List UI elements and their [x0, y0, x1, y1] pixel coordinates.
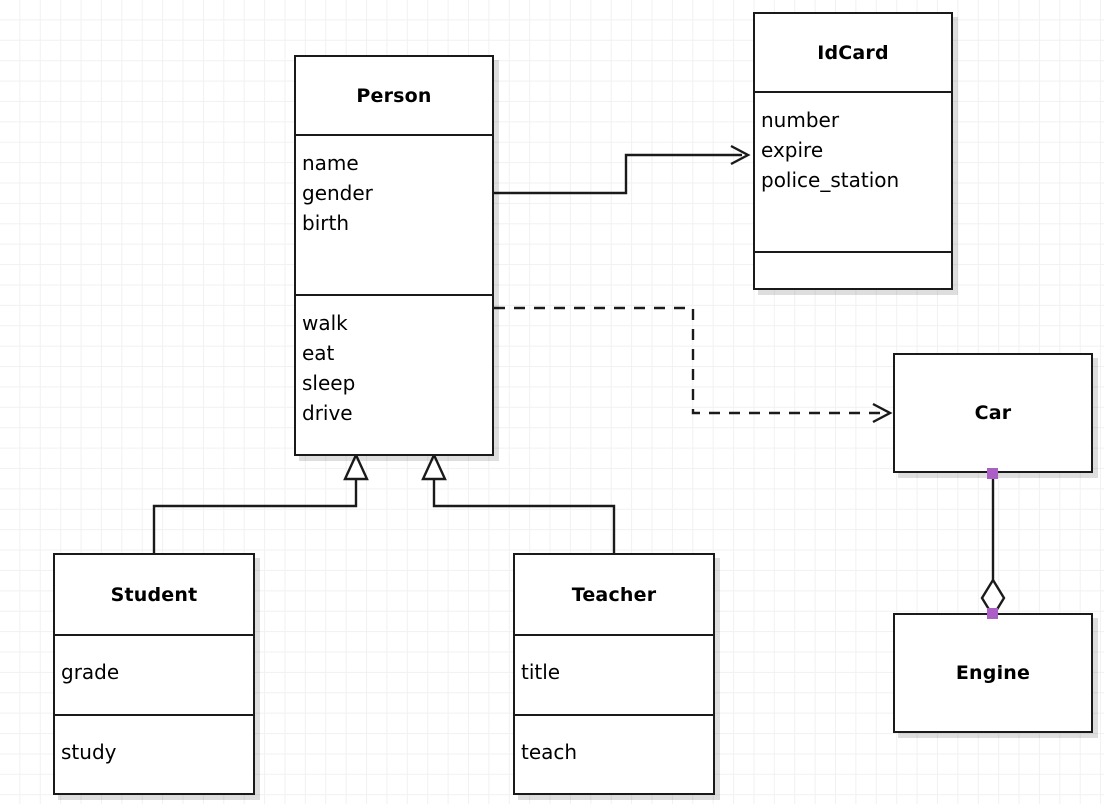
- edge-endpoint-handle-car[interactable]: [987, 468, 998, 479]
- class-name-engine: Engine: [955, 662, 1031, 684]
- method-item: drive: [302, 401, 353, 425]
- class-name-idcard: IdCard: [817, 41, 889, 64]
- hollow-triangle-head: [421, 452, 447, 481]
- class-box-person[interactable]: Person name gender birth walk eat sleep …: [294, 55, 494, 456]
- class-attributes-student: grade: [55, 634, 253, 714]
- class-box-student[interactable]: Student grade study: [53, 553, 255, 795]
- method-item: sleep: [302, 371, 356, 395]
- edge-car-engine[interactable]: [980, 473, 1006, 619]
- edge-person-car[interactable]: [494, 306, 893, 424]
- edge-student-person[interactable]: [152, 452, 369, 553]
- class-name-student: Student: [110, 583, 198, 606]
- hollow-triangle-head: [343, 452, 369, 481]
- attribute-item: number: [761, 108, 840, 132]
- class-box-engine[interactable]: Engine: [893, 613, 1093, 733]
- class-box-car[interactable]: Car: [893, 353, 1093, 473]
- edge-person-idcard[interactable]: [494, 144, 751, 195]
- attribute-item: gender: [302, 181, 373, 205]
- class-name-teacher: Teacher: [571, 583, 657, 606]
- edge-teacher-person[interactable]: [421, 452, 616, 553]
- attribute-item: expire: [761, 138, 824, 162]
- class-attributes-idcard: number expire police_station: [755, 91, 951, 251]
- class-name-person: Person: [356, 84, 432, 107]
- class-attributes-teacher: title: [515, 634, 713, 714]
- class-methods-student: study: [55, 714, 253, 793]
- class-attributes-person: name gender birth: [296, 134, 492, 294]
- attribute-item: birth: [302, 211, 349, 235]
- attribute-item: police_station: [761, 168, 900, 192]
- class-methods-person: walk eat sleep drive: [296, 294, 492, 454]
- class-methods-idcard: [755, 251, 951, 288]
- open-arrow-head: [730, 144, 751, 166]
- method-item: walk: [302, 311, 348, 335]
- edge-endpoint-handle-engine[interactable]: [987, 608, 998, 619]
- class-methods-teacher: teach: [515, 714, 713, 793]
- method-item: teach: [521, 739, 578, 764]
- method-item: study: [61, 739, 117, 764]
- attribute-item: name: [302, 151, 359, 175]
- open-arrow-head: [872, 402, 893, 424]
- class-box-teacher[interactable]: Teacher title teach: [513, 553, 715, 795]
- method-item: eat: [302, 341, 335, 365]
- class-box-idcard[interactable]: IdCard number expire police_station: [753, 12, 953, 290]
- class-name-car: Car: [974, 402, 1012, 424]
- attribute-item: grade: [61, 660, 120, 684]
- attribute-item: title: [521, 660, 561, 684]
